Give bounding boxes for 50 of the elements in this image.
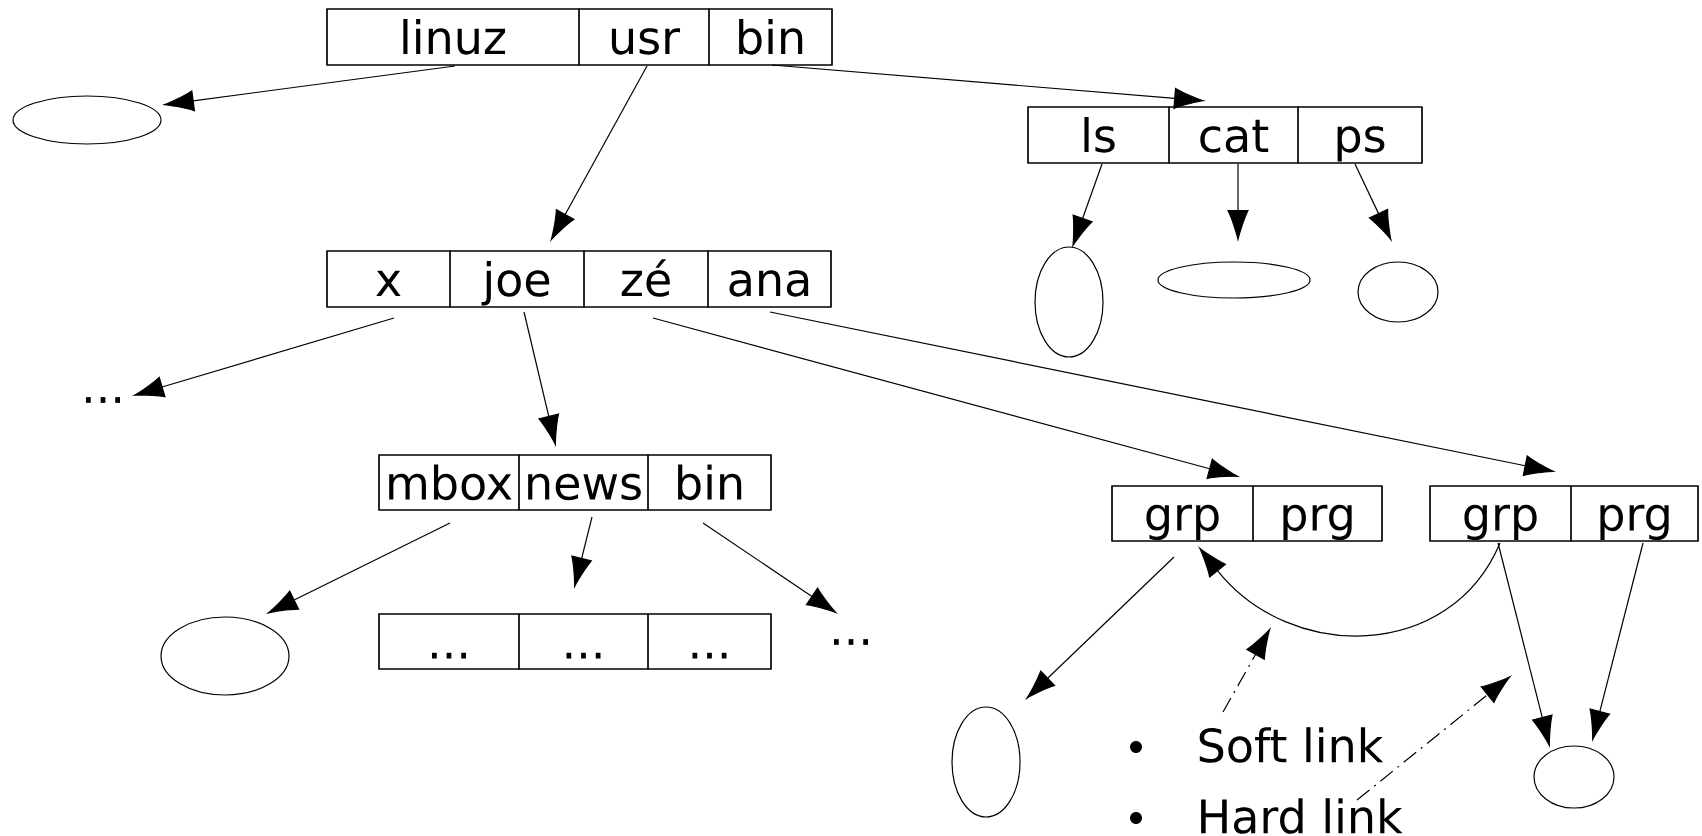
table-cell: ... xyxy=(647,613,772,670)
arrow xyxy=(702,522,837,614)
table-cell: mbox xyxy=(378,454,520,511)
arrow xyxy=(769,311,1554,477)
arrow xyxy=(134,317,395,398)
table-cell: ... xyxy=(378,613,520,670)
file-ellipse xyxy=(12,95,162,145)
arrow xyxy=(652,317,1238,480)
table-cell: prg xyxy=(1570,485,1699,542)
table-cell: zé xyxy=(583,250,709,308)
file-ellipse xyxy=(1533,745,1615,809)
table-cell: usr xyxy=(578,8,710,66)
table-cell: prg xyxy=(1252,485,1383,542)
arrow xyxy=(771,64,1204,109)
table-cell: news xyxy=(518,454,649,511)
arrow xyxy=(1072,163,1103,247)
arrow xyxy=(164,65,456,112)
text-label: ... xyxy=(86,397,120,403)
file-ellipse xyxy=(160,616,290,696)
arrow xyxy=(1199,542,1501,637)
arrow xyxy=(550,65,648,241)
arrow xyxy=(1354,163,1392,241)
arrow xyxy=(571,516,593,587)
arrow xyxy=(267,522,451,614)
table-cell: bin xyxy=(708,8,833,66)
text-label: Soft link xyxy=(1199,727,1384,763)
file-ellipse xyxy=(1034,246,1104,358)
arrow xyxy=(1222,628,1271,713)
arrow xyxy=(523,311,560,445)
table-cell: cat xyxy=(1168,106,1299,164)
table-cell: ps xyxy=(1297,106,1423,164)
table-cell: grp xyxy=(1111,485,1254,542)
file-ellipse xyxy=(1157,261,1311,299)
table-cell: grp xyxy=(1429,485,1572,542)
table-cell: ana xyxy=(707,250,832,308)
table-cell: linuz xyxy=(326,8,580,66)
table-cell: ls xyxy=(1027,106,1170,164)
text-label: ... xyxy=(834,639,868,645)
arrow xyxy=(1227,163,1249,240)
text-label: Hard link xyxy=(1201,798,1403,834)
table-cell: ... xyxy=(518,613,649,670)
file-ellipse xyxy=(1357,261,1439,323)
arrow xyxy=(1589,542,1644,740)
arrow xyxy=(1356,676,1511,801)
table-cell: bin xyxy=(647,454,772,511)
arrow xyxy=(1497,542,1553,746)
table-cell: joe xyxy=(449,250,585,308)
table-cell: x xyxy=(326,250,451,308)
file-ellipse xyxy=(951,706,1021,818)
arrow xyxy=(1026,556,1175,699)
